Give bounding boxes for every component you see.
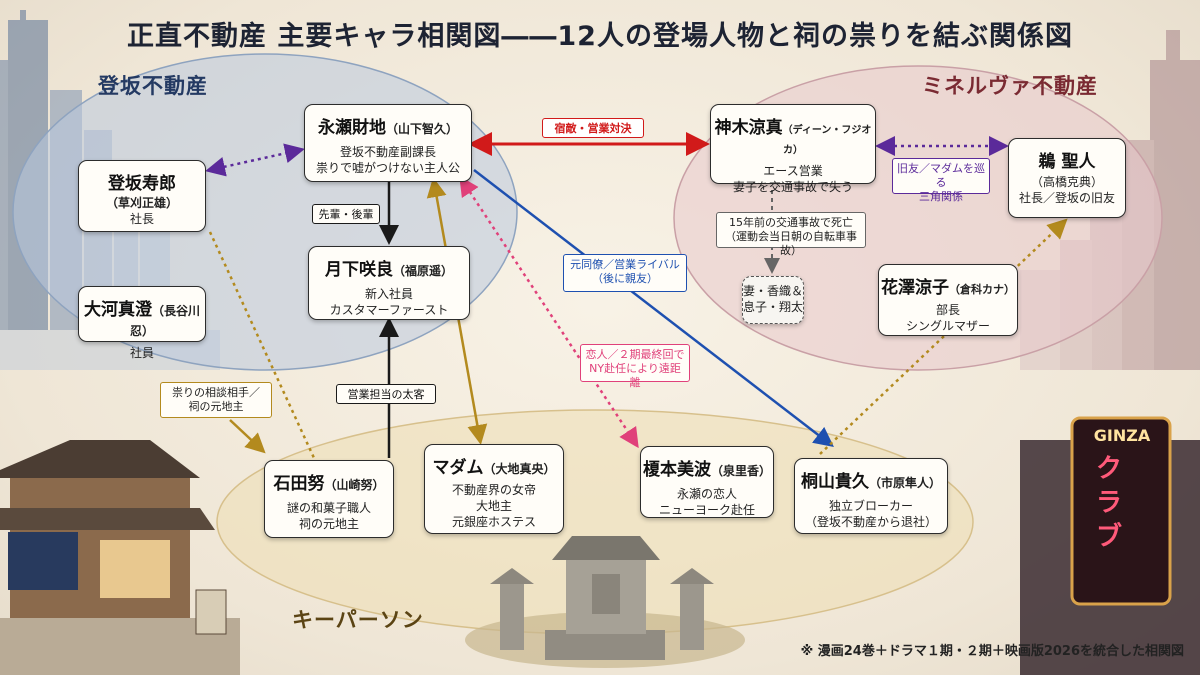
description: 部長 [935, 303, 960, 317]
wagashi-shop-illustration [0, 440, 240, 675]
description: 祠の元地主 [298, 517, 359, 531]
kiriyama-card[interactable]: 桐山貴久（市原隼人） 独立ブローカー （登坂不動産から退社） [794, 458, 948, 534]
enomoto-card[interactable]: 榎本美波（泉里香） 永瀬の恋人 ニューヨーク赴任 [640, 446, 774, 518]
ishida-card[interactable]: 石田努（山崎努） 謎の和菓子職人 祠の元地主 [264, 460, 394, 538]
character-name: 月下咲良 [324, 260, 393, 280]
character-name: 神木涼真 [714, 118, 783, 138]
description: 妻子を交通事故で失う [732, 180, 853, 194]
description: 永瀬の恋人 [676, 487, 737, 501]
actor-name: （市原隼人） [868, 476, 941, 490]
shrine-illustration [465, 536, 745, 668]
colleague-label: 元同僚／営業ライバル （後に親友） [563, 254, 687, 292]
okawa-card[interactable]: 大河真澄（長谷川忍） 社員 [78, 286, 206, 360]
actor-name: （長谷川忍） [129, 304, 200, 338]
description: （登坂不動産から退社） [804, 515, 937, 529]
triangle-label: 旧友／マダムを巡る 三角関係 [892, 158, 990, 203]
kamiki-card[interactable]: 神木涼真（ディーン・フジオカ） エース営業 妻子を交通事故で失う [710, 104, 876, 194]
actor-name: （大地真央） [483, 462, 556, 476]
ginza-sign: GINZA [1093, 426, 1151, 445]
ukai-card[interactable]: 鵜 聖人 （高橋克典） 社長／登坂の旧友 [1008, 138, 1126, 218]
actor-name: （福原遥） [392, 264, 453, 278]
description: 大地主 [475, 499, 512, 513]
character-name: 花澤涼子 [881, 278, 949, 298]
actor-name: （草刈正雄） [105, 196, 178, 210]
actor-name: （ディーン・フジオカ） [782, 125, 872, 156]
description: ニューヨーク赴任 [658, 503, 755, 517]
character-name: 登坂寿郎 [108, 174, 176, 194]
curse-line [208, 231, 316, 459]
description: カスタマーファースト [329, 303, 449, 317]
actor-name: （山崎努） [324, 478, 385, 492]
keyperson-group-title: キーパーソン [292, 608, 424, 632]
kiriyama-ukai-line [819, 218, 1068, 455]
description: 新入社員 [364, 287, 413, 301]
character-name: 鵜 聖人 [1038, 152, 1096, 172]
senpai-label: 先輩・後輩 [312, 204, 380, 224]
character-name: 大河真澄 [83, 300, 152, 320]
club-sign: クラブ [1096, 454, 1123, 552]
actor-name: （高橋克典） [1030, 175, 1103, 189]
actor-name: （倉科カナ） [949, 283, 1015, 296]
footnote: ※ 漫画24巻＋ドラマ１期・２期＋映画版2026を統合した相関図 [800, 644, 1184, 659]
tosaka-toshiro-card[interactable]: 登坂寿郎 （草刈正雄） 社長 [78, 160, 206, 232]
description: エース営業 [763, 164, 823, 178]
client-label: 営業担当の太客 [336, 384, 436, 404]
character-name: 桐山貴久 [800, 472, 869, 492]
description: シングルマザー [905, 319, 990, 333]
actor-name: （泉里香） [710, 464, 771, 478]
character-name: 永瀬財地 [317, 118, 386, 138]
description: 社員 [129, 346, 154, 360]
character-name: 石田努 [273, 474, 325, 494]
description: 祟りで嘘がつけない主人公 [315, 161, 460, 175]
family-card[interactable]: 妻・香織＆ 息子・翔太 [742, 276, 804, 324]
ginza-club-illustration [1020, 416, 1200, 675]
nagase-tosaka-line [205, 143, 305, 177]
description: 社長 [129, 212, 154, 226]
description: 謎の和菓子職人 [286, 501, 371, 515]
actor-name: （山下智久） [385, 122, 458, 136]
description: 妻・香織＆ [743, 284, 804, 298]
rival-label: 宿敵・営業対決 [542, 118, 644, 138]
madam-card[interactable]: マダム（大地真央） 不動産界の女帝 大地主 元銀座ホステス [424, 444, 564, 534]
description: 不動産界の女帝 [451, 483, 536, 497]
curse-label: 祟りの相談相手／ 祠の元地主 [160, 382, 272, 418]
description: 社長／登坂の旧友 [1018, 191, 1115, 205]
character-name: 榎本美波 [642, 460, 711, 480]
description: 独立ブローカー [828, 499, 913, 513]
description: 元銀座ホステス [451, 515, 536, 529]
lover-line [459, 175, 639, 449]
description: 登坂不動産副課長 [339, 145, 436, 159]
curse-label-pointer [229, 419, 266, 454]
accident-label: 15年前の交通事故で死亡 （運動会当日朝の自転車事故） [716, 212, 866, 257]
minerva-group-title: ミネルヴァ不動産 [922, 74, 1098, 98]
description: 息子・翔太 [743, 300, 804, 314]
nagase-card[interactable]: 永瀬財地（山下智久） 登坂不動産副課長 祟りで嘘がつけない主人公 [304, 104, 472, 182]
tsukishita-card[interactable]: 月下咲良（福原遥） 新入社員 カスタマーファースト [308, 246, 470, 320]
hanazawa-card[interactable]: 花澤涼子（倉科カナ） 部長 シングルマザー [878, 264, 1018, 336]
tosaka-group-title: 登坂不動産 [98, 74, 208, 98]
page-title: 正直不動産 主要キャラ相関図――12人の登場人物と祠の祟りを結ぶ関係図 [127, 21, 1073, 52]
lover-label: 恋人／２期最終回で NY赴任により遠距離 [580, 344, 690, 389]
character-name: マダム [432, 458, 484, 478]
